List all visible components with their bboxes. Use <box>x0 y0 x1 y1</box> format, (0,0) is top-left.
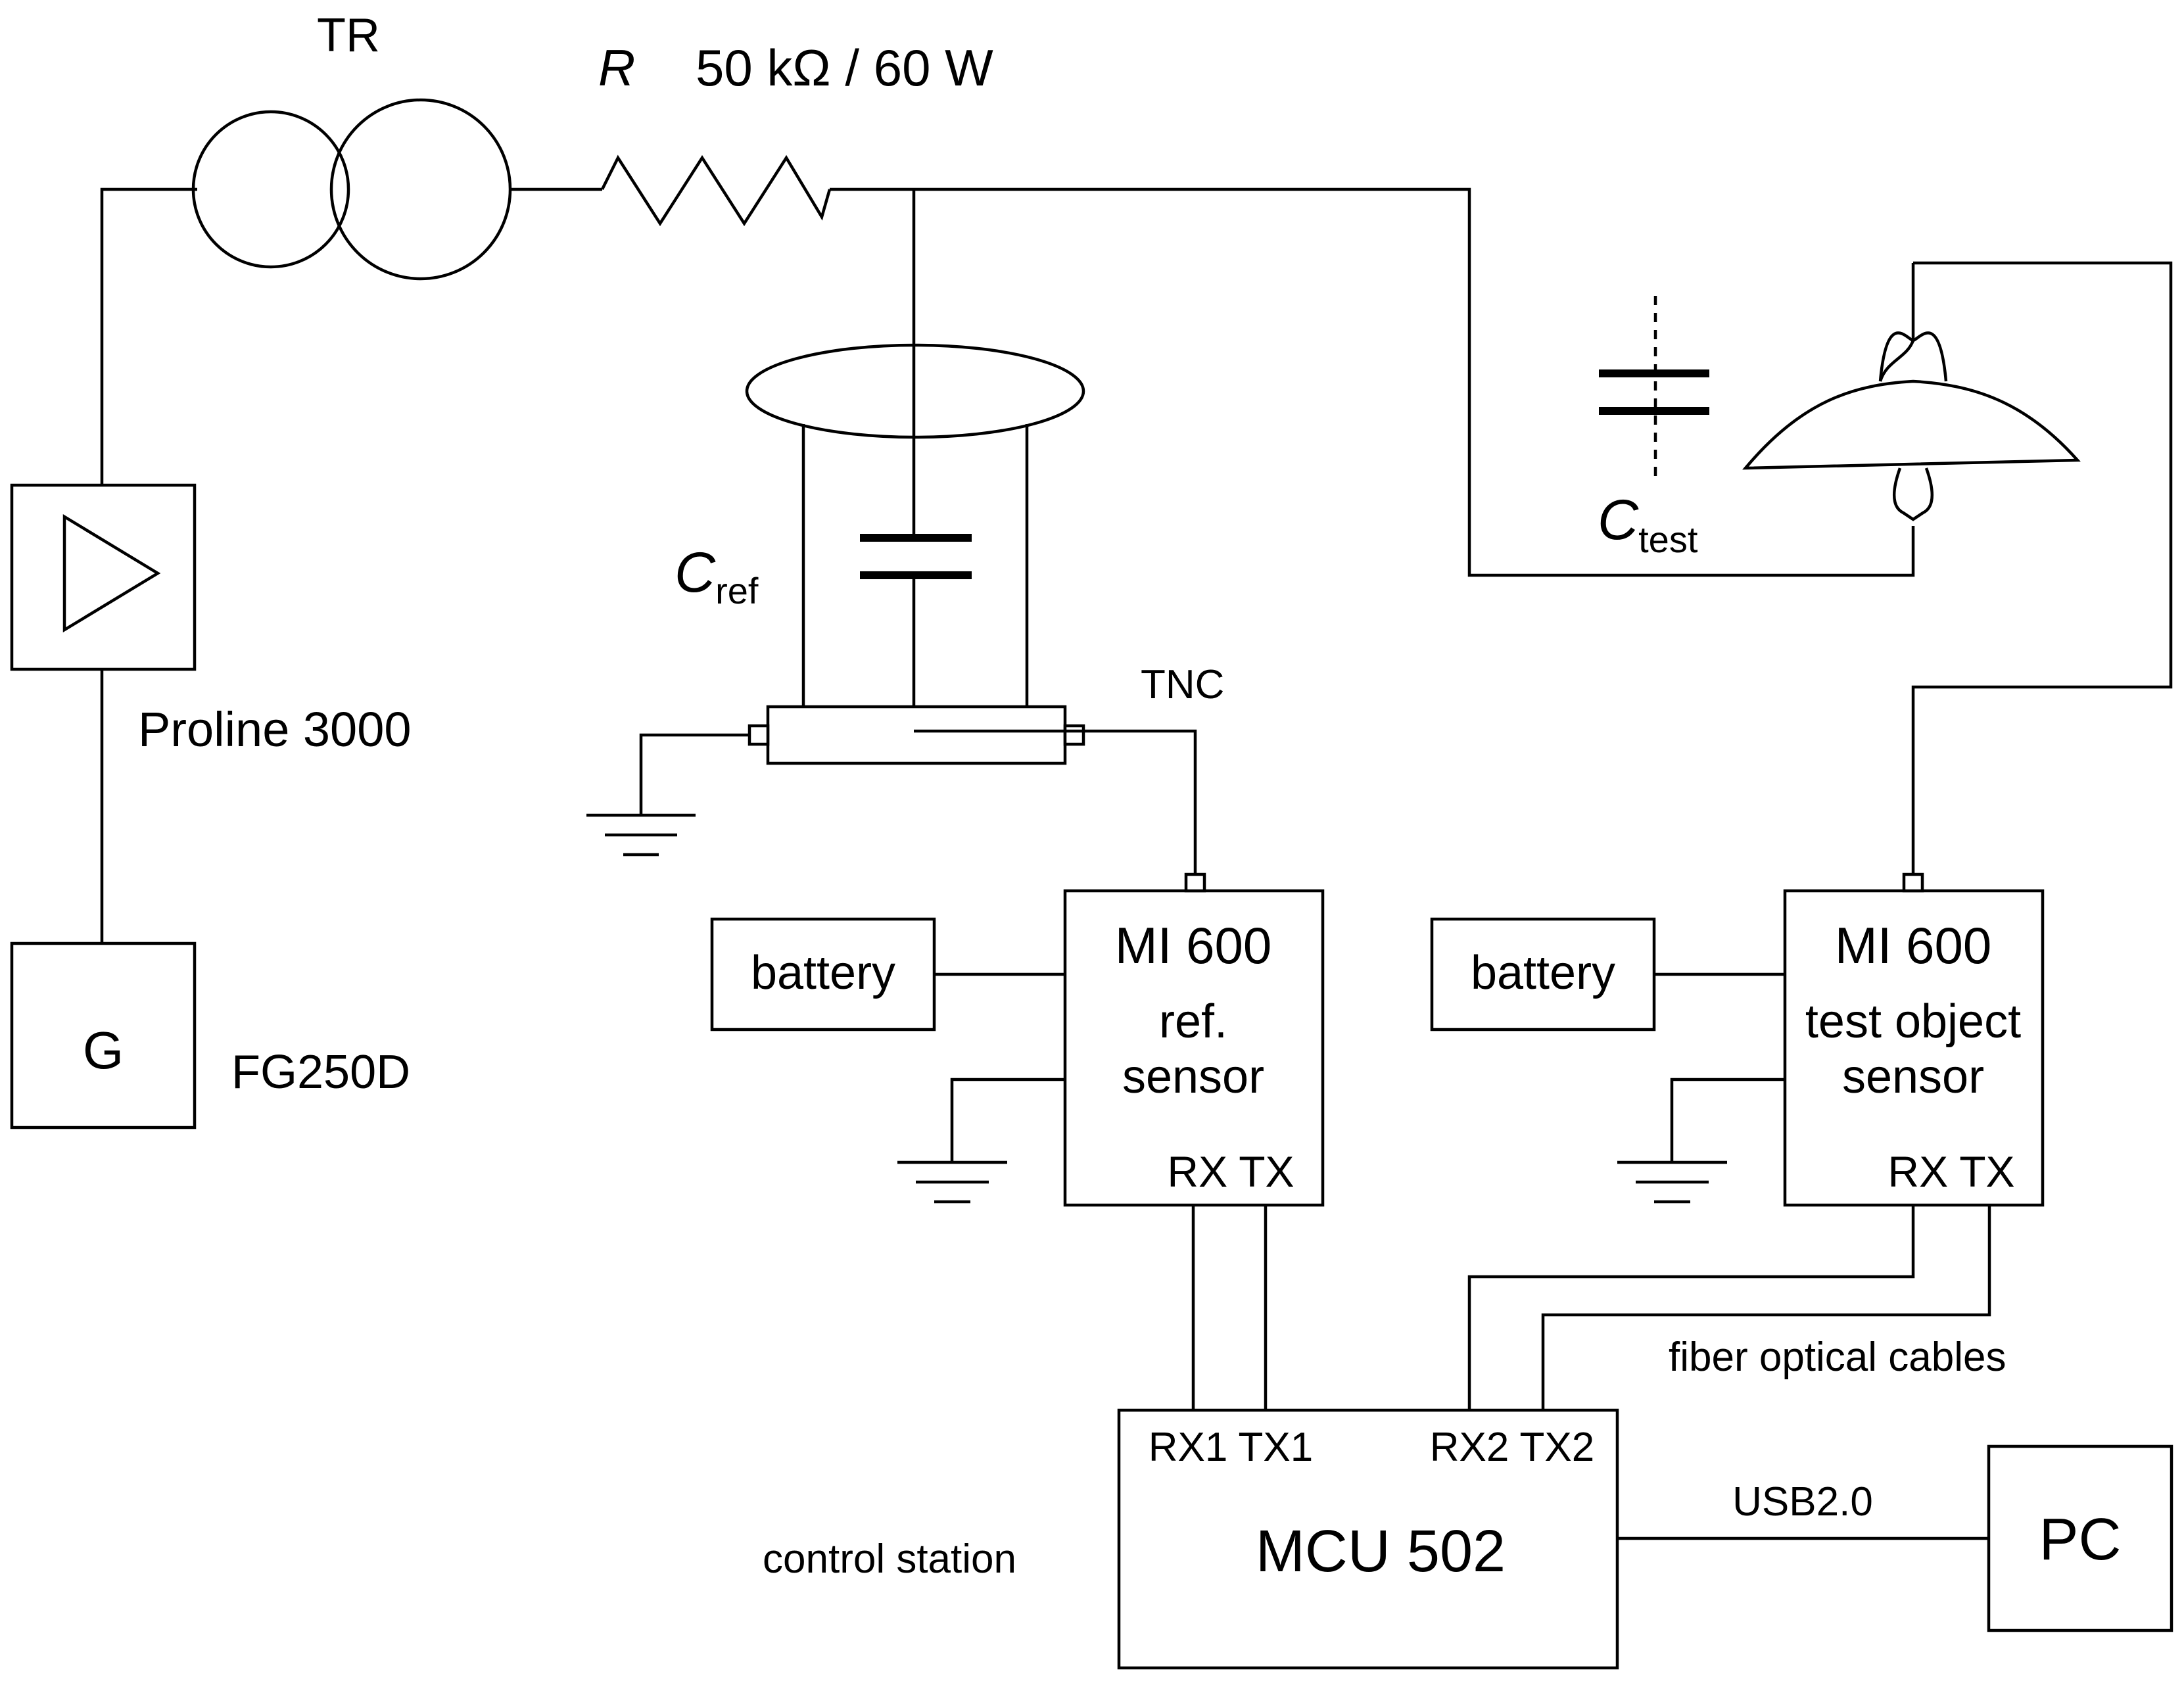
ground-icon <box>586 733 749 857</box>
mi600-reference-sensor: MI 600 ref. sensor RX TX <box>1063 872 1325 1207</box>
ctest-sub: test <box>1638 519 1698 560</box>
mcu-502-box: RX1 TX1 RX2 TX2 MCU 502 <box>1117 1408 1619 1670</box>
test-capacitor <box>1599 296 1709 483</box>
proline-label: Proline 3000 <box>138 702 412 757</box>
control-station-label: control station <box>763 1536 1016 1582</box>
battery-right-label: battery <box>1471 947 1615 999</box>
mi600-right-line1: test object <box>1805 995 2021 1048</box>
generator-label: G <box>83 1021 124 1080</box>
cref-main: C <box>675 541 716 604</box>
transformer-label: TR <box>317 9 380 62</box>
fg250d-label: FG250D <box>231 1046 410 1099</box>
generator-box: G <box>10 941 197 1129</box>
mcu-label: MCU 502 <box>1256 1519 1506 1584</box>
battery-box-left: battery <box>710 917 936 1032</box>
test-object-insulator-icon <box>1742 261 2173 874</box>
cref-label: Cref <box>675 541 759 611</box>
mi600-test-object-sensor: MI 600 test object sensor RX TX <box>1783 872 2045 1207</box>
mi600-right-title: MI 600 <box>1835 916 1991 974</box>
source-wiring <box>100 187 602 943</box>
hv-bus <box>830 187 1915 577</box>
mi600-right-ports: RX TX <box>1887 1147 2014 1196</box>
usb-label: USB2.0 <box>1732 1479 1873 1525</box>
amplifier-triangle-icon <box>62 514 161 632</box>
battery-left-label: battery <box>751 947 895 999</box>
ground-icon <box>1617 1078 1785 1204</box>
mi600-left-line2: sensor <box>1122 1051 1264 1103</box>
reference-capacitor <box>745 343 1197 874</box>
mi600-left-title: MI 600 <box>1115 916 1271 974</box>
resistor-symbol: R <box>598 39 635 97</box>
cref-sub: ref <box>715 570 759 611</box>
fiber-optical-cables <box>1191 1205 1991 1410</box>
ctest-label: Ctest <box>1598 488 1698 560</box>
resistor-value: 50 kΩ / 60 W <box>696 39 993 97</box>
mcu-ports-2: RX2 TX2 <box>1430 1425 1594 1470</box>
ground-icon <box>897 1078 1065 1204</box>
tnc-label: TNC <box>1141 662 1224 707</box>
transformer-icon <box>191 98 512 281</box>
pc-label: PC <box>2039 1507 2121 1573</box>
mcu-ports-1: RX1 TX1 <box>1149 1425 1313 1470</box>
pc-box: PC <box>1987 1444 2173 1632</box>
mi600-left-ports: RX TX <box>1167 1147 1294 1196</box>
mi600-left-line1: ref. <box>1159 995 1227 1048</box>
mi600-right-line2: sensor <box>1842 1051 1984 1103</box>
resistor-icon <box>600 154 832 227</box>
battery-box-right: battery <box>1430 917 1656 1032</box>
ctest-main: C <box>1598 488 1639 552</box>
amplifier-box <box>10 483 197 671</box>
fiber-label: fiber optical cables <box>1669 1335 2006 1380</box>
